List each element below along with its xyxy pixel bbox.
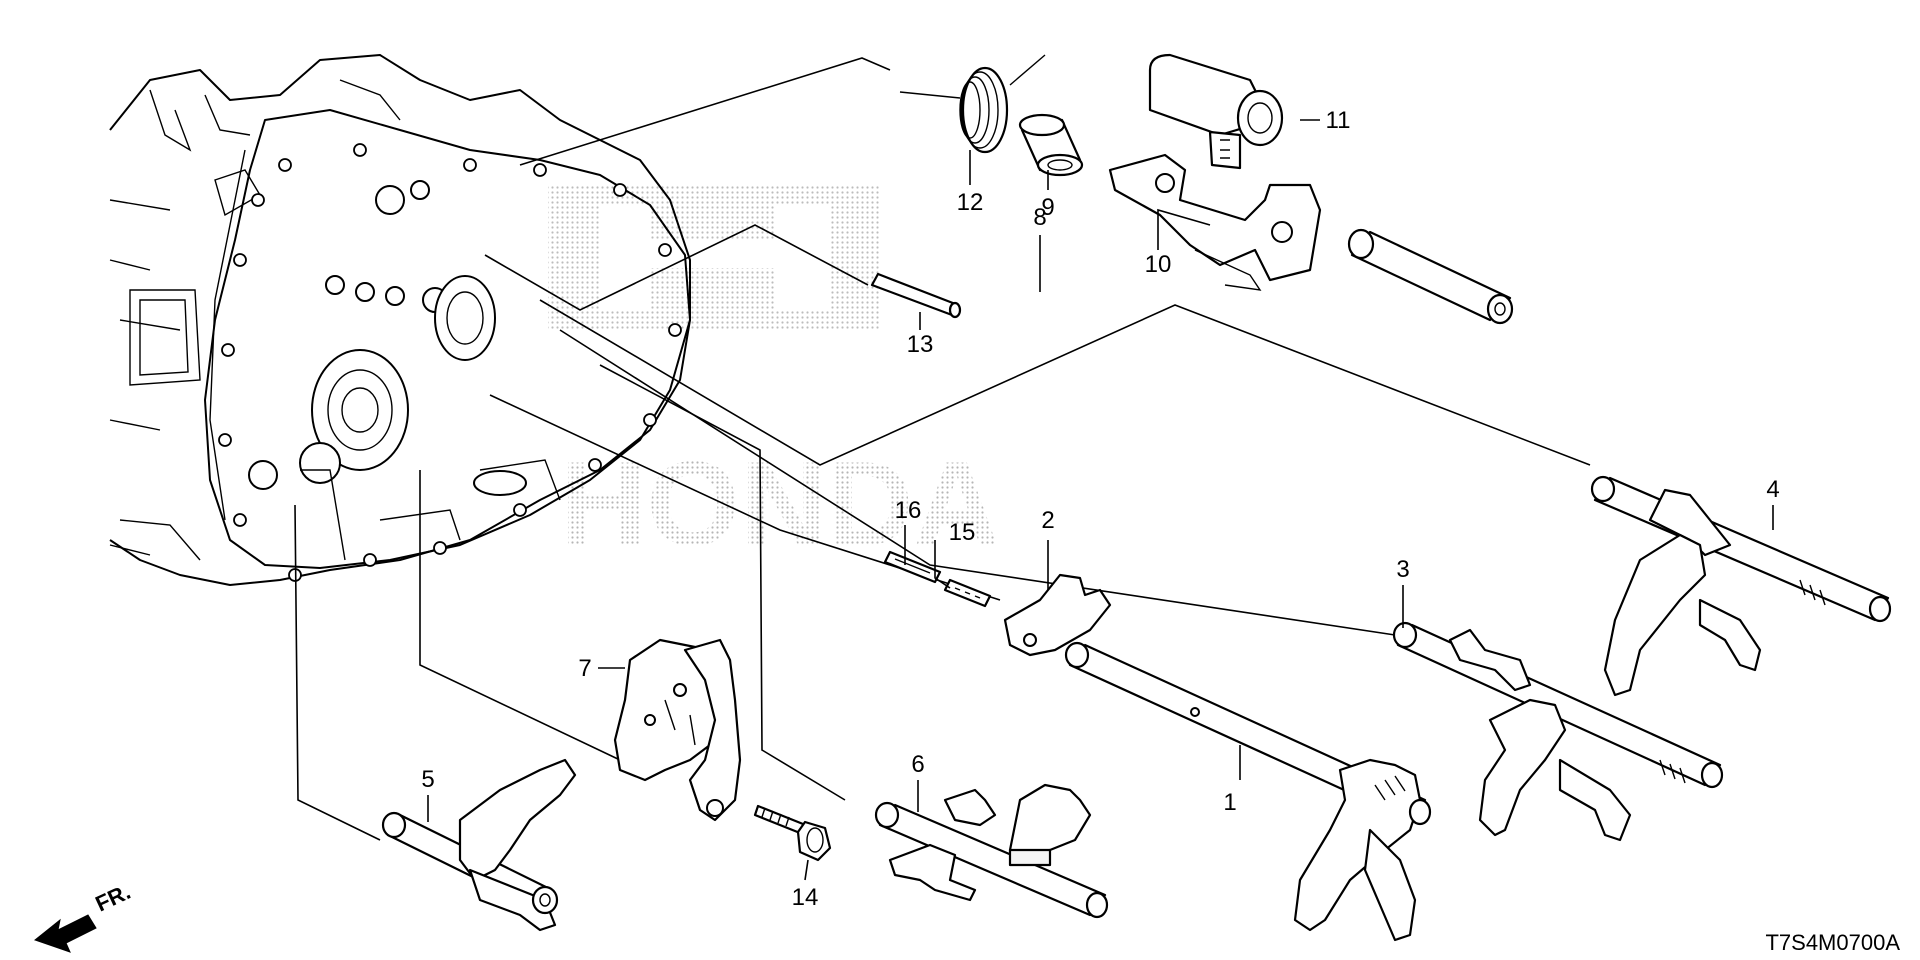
spring-pin-part-16: [883, 550, 942, 584]
spring-part-12: [899, 54, 1046, 154]
callout-5: 5: [421, 766, 434, 793]
sensor-part-11: [1148, 53, 1284, 170]
callout-13: 13: [907, 331, 934, 358]
shift-fork-part-5: [381, 758, 577, 932]
shaft-part-8: [1347, 228, 1514, 325]
callout-labels: 1 2 3 4 5 6 7 8 9 10 11 12 13 14 15 16: [421, 107, 1779, 911]
callout-11: 11: [1326, 107, 1351, 134]
callout-14: 14: [792, 884, 819, 911]
shift-fork-part-4: [1590, 475, 1892, 697]
callout-1: 1: [1223, 789, 1236, 816]
callout-10: 10: [1145, 251, 1172, 278]
pin-part-13: [870, 272, 962, 319]
front-label: FR.: [92, 879, 135, 917]
shift-fork-part-1: [1064, 641, 1432, 942]
callout-6: 6: [911, 751, 924, 778]
collar-part-9: [1018, 113, 1084, 177]
callout-leaders: [427, 119, 1774, 881]
callout-16: 16: [895, 497, 922, 524]
callout-15: 15: [949, 519, 976, 546]
shift-shaft-part-6: [874, 783, 1109, 919]
pin-part-15: [943, 578, 992, 608]
callout-4: 4: [1766, 476, 1779, 503]
honda-watermark: HONDA: [548, 185, 1000, 571]
shift-fork-part-3: [1392, 621, 1724, 842]
callout-2: 2: [1041, 507, 1054, 534]
arrow-left-icon: [33, 914, 97, 953]
transmission-case: [109, 54, 691, 586]
callout-8: 8: [1033, 204, 1046, 231]
callout-12: 12: [957, 189, 984, 216]
drawing-code: T7S4M0700A: [1765, 930, 1900, 955]
bracket-part-10: [1108, 153, 1322, 291]
bolt-part-14: [753, 804, 832, 862]
interlock-plate-part-7: [613, 638, 742, 822]
callout-9: 9: [1041, 194, 1054, 221]
shift-piece-part-2: [1003, 573, 1112, 657]
callout-7: 7: [578, 655, 591, 682]
callout-3: 3: [1396, 556, 1409, 583]
front-direction-indicator: FR.: [33, 879, 135, 953]
watermark-text: HONDA: [560, 437, 1000, 571]
